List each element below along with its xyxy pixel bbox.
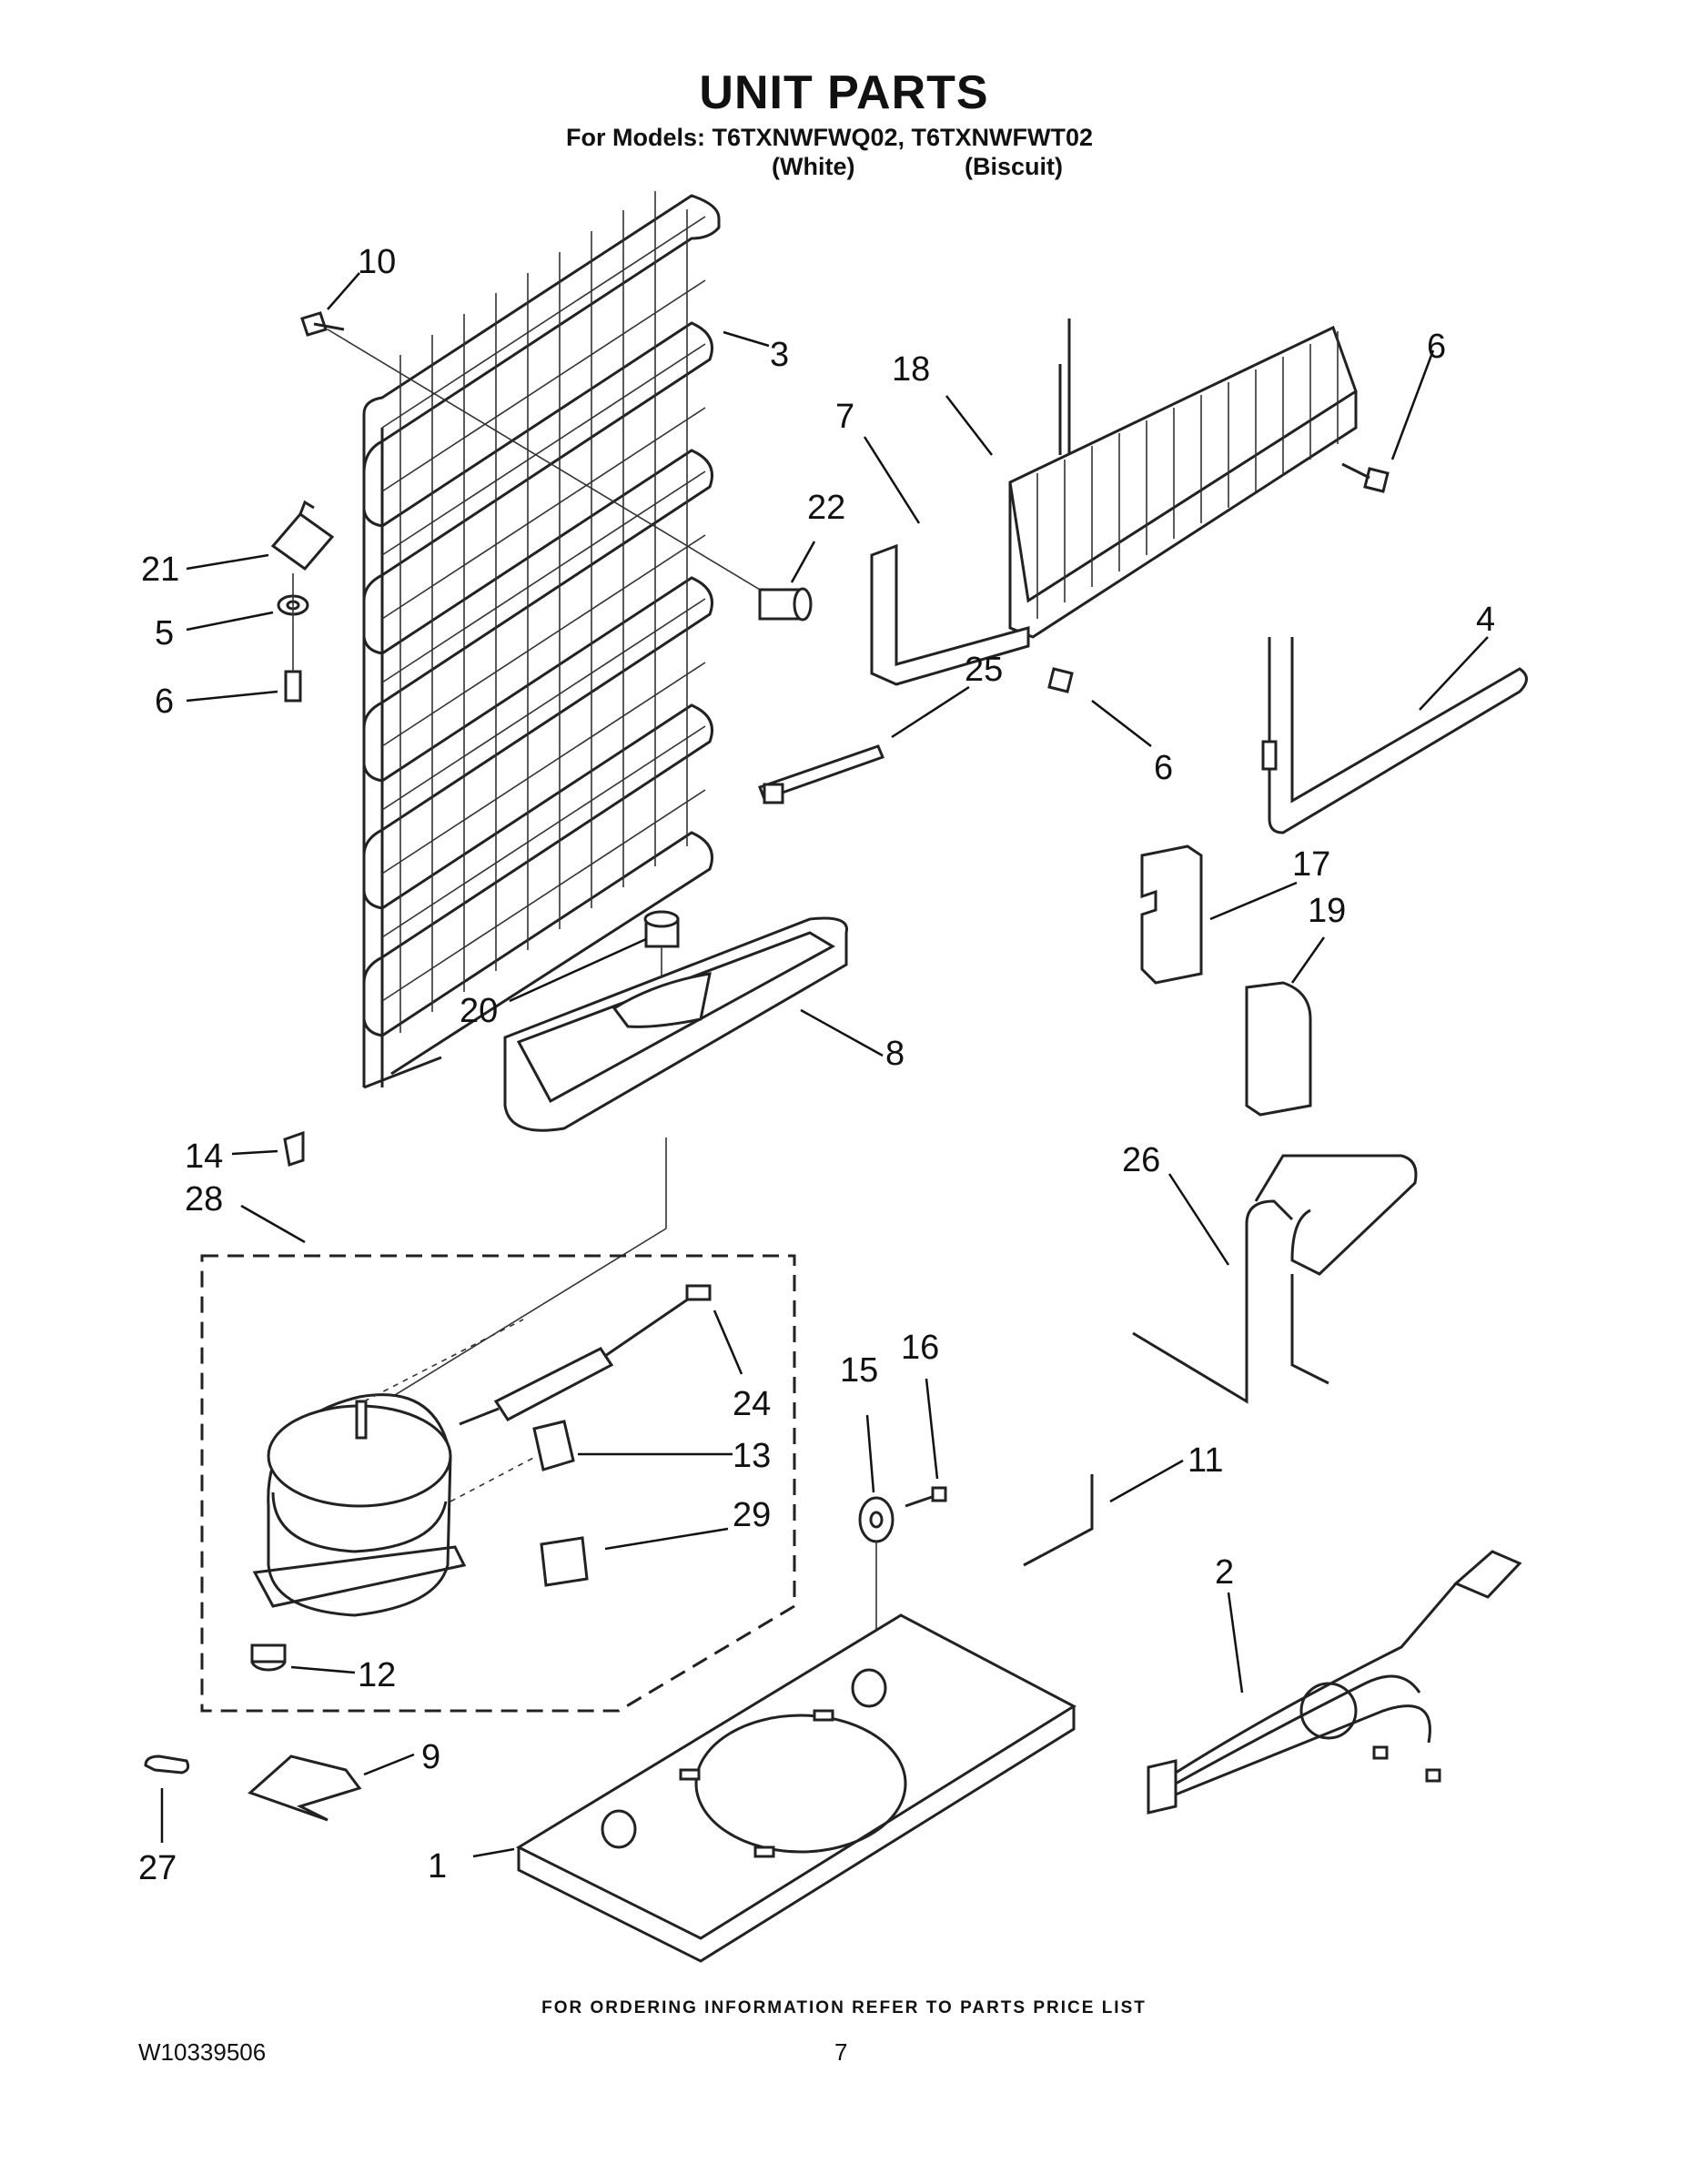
callout-labels: 10 3 6 18 7 22 21 5 6 25 4 6 17 19 20 8 … bbox=[138, 243, 1495, 1887]
grommet-15 bbox=[858, 1496, 895, 1543]
callout-12: 12 bbox=[358, 1656, 396, 1694]
callout-9: 9 bbox=[421, 1738, 440, 1776]
model-variant-white: (White) bbox=[772, 153, 855, 180]
callout-6-lower: 6 bbox=[1154, 749, 1173, 787]
insulation-17 bbox=[1140, 844, 1203, 985]
callout-4: 4 bbox=[1476, 601, 1495, 639]
wire-harness-2 bbox=[1147, 1550, 1522, 1815]
callout-6-left: 6 bbox=[155, 682, 174, 721]
callout-8: 8 bbox=[885, 1035, 905, 1073]
callout-6: 6 bbox=[1427, 328, 1446, 366]
callout-24: 24 bbox=[733, 1385, 771, 1423]
callout-20: 20 bbox=[460, 992, 498, 1030]
spacer-22 bbox=[758, 587, 813, 622]
callout-5: 5 bbox=[155, 614, 174, 652]
model-variant-biscuit: (Biscuit) bbox=[965, 153, 1063, 180]
callout-25: 25 bbox=[965, 651, 1003, 689]
callout-15: 15 bbox=[840, 1351, 878, 1390]
screw-6-left bbox=[284, 573, 302, 703]
callout-29: 29 bbox=[733, 1496, 771, 1534]
base-pan-1 bbox=[515, 1613, 1077, 1963]
callout-10: 10 bbox=[358, 243, 396, 281]
callout-22: 22 bbox=[807, 489, 845, 527]
bracket-9 bbox=[248, 1754, 362, 1822]
page-title: UNIT PARTS bbox=[699, 66, 989, 119]
filter-dryer-24 bbox=[459, 1284, 712, 1426]
tube-26 bbox=[1132, 1154, 1418, 1404]
screw-6-evaporator-bottom bbox=[1047, 667, 1074, 693]
document-number: W10339506 bbox=[138, 2038, 267, 2066]
callout-21: 21 bbox=[141, 551, 179, 589]
callout-16: 16 bbox=[901, 1329, 939, 1367]
condenser-coil bbox=[362, 191, 721, 1089]
callout-11: 11 bbox=[1188, 1441, 1223, 1480]
evaporator-bracket-7 bbox=[870, 543, 1030, 686]
callout-17: 17 bbox=[1292, 845, 1330, 884]
screw-10 bbox=[300, 311, 345, 337]
callout-2: 2 bbox=[1215, 1553, 1234, 1592]
ordering-note: FOR ORDERING INFORMATION REFER TO PARTS … bbox=[541, 1998, 1147, 2017]
clip-27 bbox=[144, 1754, 190, 1774]
callout-13: 13 bbox=[733, 1437, 771, 1475]
leader-lines bbox=[160, 272, 1489, 1858]
overload-29 bbox=[540, 1536, 589, 1587]
relay-13 bbox=[450, 1420, 575, 1502]
callout-19: 19 bbox=[1308, 892, 1346, 930]
evaporator bbox=[1008, 318, 1358, 639]
compressor-assembly-28 bbox=[200, 1254, 796, 1713]
drain-pan-8 bbox=[503, 916, 848, 1132]
callout-28: 28 bbox=[185, 1180, 223, 1218]
shoulder-bolt-16 bbox=[905, 1486, 947, 1508]
callout-26: 26 bbox=[1122, 1141, 1160, 1179]
callout-7: 7 bbox=[835, 398, 854, 436]
callout-3: 3 bbox=[770, 336, 789, 374]
defrost-heater-4 bbox=[1261, 637, 1528, 834]
screw-6-evaporator-right bbox=[1341, 462, 1390, 493]
callout-27: 27 bbox=[138, 1849, 177, 1887]
insulation-19 bbox=[1245, 981, 1312, 1117]
callout-14: 14 bbox=[185, 1138, 223, 1176]
tube-11 bbox=[1023, 1474, 1094, 1567]
models-line: For Models: T6TXNWFWQ02, T6TXNWFWT02 bbox=[566, 124, 1093, 151]
clip-14 bbox=[283, 1130, 305, 1167]
callout-1: 1 bbox=[428, 1847, 447, 1886]
page-number: 7 bbox=[834, 2038, 848, 2066]
callout-18: 18 bbox=[892, 350, 930, 389]
drain-grommet-20 bbox=[643, 910, 680, 978]
cable-tie-25 bbox=[758, 744, 884, 804]
grommet-12 bbox=[250, 1643, 287, 1672]
bracket-21 bbox=[270, 500, 335, 571]
